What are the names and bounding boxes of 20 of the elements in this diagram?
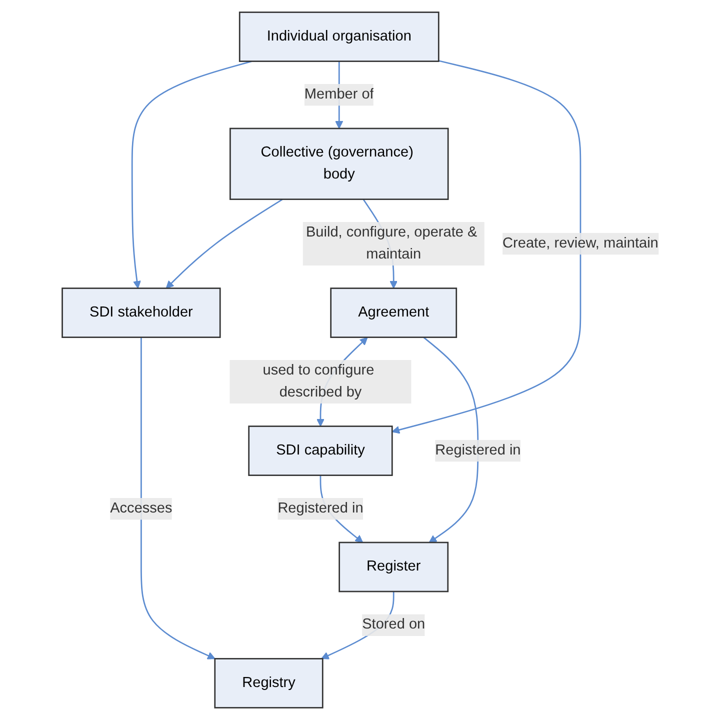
edge-label: Accesses (110, 500, 172, 516)
node-box: SDI capability (248, 426, 392, 476)
node-box: Register (338, 542, 448, 592)
edge-label: Registered in (434, 442, 520, 458)
arrow (140, 337, 215, 660)
node-box: Individual organisation (238, 12, 439, 62)
node-box: Agreement (330, 288, 457, 338)
edge-label: Member of (304, 86, 374, 102)
node-box: Collective (governance) body (229, 128, 448, 200)
arrow (391, 60, 581, 434)
node-box: Registry (214, 658, 323, 708)
edge-label: Create, review, maintain (502, 236, 658, 252)
arrow (422, 336, 478, 543)
node-box: SDI stakeholder (61, 288, 220, 338)
edge-label: used to configure described by (262, 362, 374, 400)
arrow (131, 60, 252, 289)
edge-label: Build, configure, operate & maintain (306, 224, 477, 262)
edge-label: Registered in (277, 500, 363, 516)
arrow (166, 198, 283, 289)
edge-label: Stored on (362, 616, 425, 632)
